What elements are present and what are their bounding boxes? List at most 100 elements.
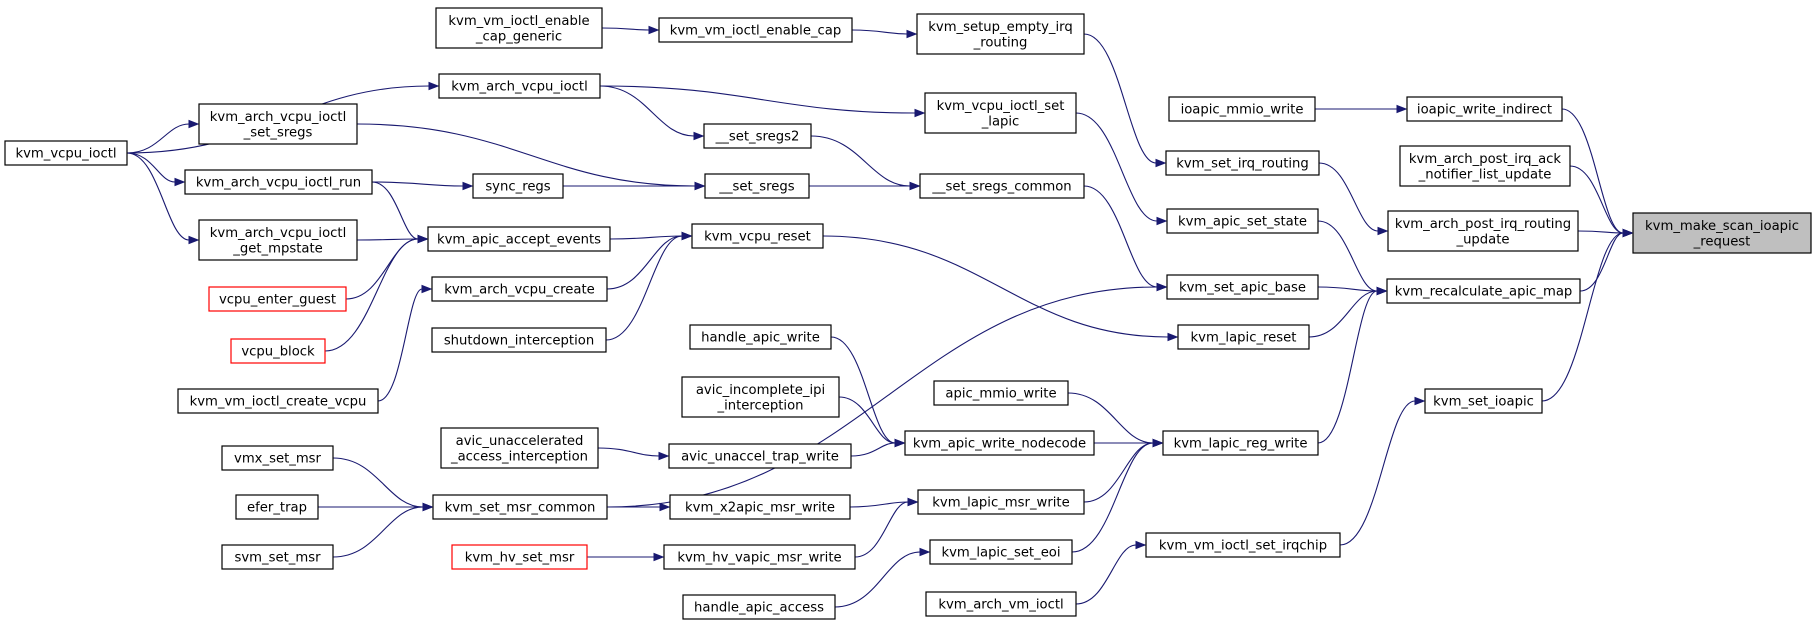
node-kvm-set-ioapic[interactable]: kvm_set_ioapic xyxy=(1424,388,1543,414)
node-kvm-recalculate-apic-map[interactable]: kvm_recalculate_apic_map xyxy=(1386,278,1581,304)
node-label: kvm_set_ioapic xyxy=(1433,395,1534,410)
node-label: avic_unaccel_trap_write xyxy=(681,450,839,465)
node-label: __set_sregs2 xyxy=(715,130,800,145)
node-label: svm_set_msr xyxy=(234,551,321,566)
node-label: handle_apic_write xyxy=(701,331,820,346)
call-edge xyxy=(1071,438,1164,553)
node-kvm-apic-accept-events[interactable]: kvm_apic_accept_events xyxy=(427,226,611,252)
node-ioapic-mmio-write[interactable]: ioapic_mmio_write xyxy=(1168,96,1316,122)
node-kvm-arch-post-irq-ack[interactable]: kvm_arch_post_irq_ack_notifier_list_upda… xyxy=(1399,145,1571,187)
node-kvm-arch-vm-ioctl[interactable]: kvm_arch_vm_ioctl xyxy=(925,591,1077,617)
call-edge xyxy=(345,234,429,300)
node-kvm-arch-post-irq-routing[interactable]: kvm_arch_post_irq_routing_update xyxy=(1387,210,1579,252)
node-label: sync_regs xyxy=(485,180,550,195)
call-edge xyxy=(1315,104,1408,114)
node-kvm-arch-vcpu-ioctl[interactable]: kvm_arch_vcpu_ioctl xyxy=(438,73,601,99)
node-kvm-vm-ioctl-set-irqchip[interactable]: kvm_vm_ioctl_set_irqchip xyxy=(1145,532,1341,558)
call-edge xyxy=(809,181,921,191)
node-set-sregs2[interactable]: __set_sregs2 xyxy=(703,123,812,149)
node-set-sregs-common[interactable]: __set_sregs_common xyxy=(919,173,1085,199)
node-label: vcpu_block xyxy=(241,345,315,360)
node-label: kvm_setup_empty_irq xyxy=(928,20,1072,35)
node-label: kvm_vcpu_ioctl xyxy=(15,147,116,162)
node-label: _cap_generic xyxy=(475,29,562,44)
node-kvm-setup-empty-irq-routing[interactable]: kvm_setup_empty_irq_routing xyxy=(916,13,1085,55)
node-kvm-vcpu-ioctl-set-lapic[interactable]: kvm_vcpu_ioctl_set_lapic xyxy=(924,92,1077,134)
node-kvm-lapic-msr-write[interactable]: kvm_lapic_msr_write xyxy=(917,489,1085,515)
node-kvm-apic-set-state[interactable]: kvm_apic_set_state xyxy=(1166,208,1319,234)
node-avic-unaccel-trap-write[interactable]: avic_unaccel_trap_write xyxy=(668,443,852,469)
node-kvm-lapic-reg-write[interactable]: kvm_lapic_reg_write xyxy=(1162,430,1319,456)
node-label: kvm_arch_vcpu_create xyxy=(444,283,595,298)
node-kvm-arch-vcpu-create[interactable]: kvm_arch_vcpu_create xyxy=(431,276,608,302)
call-edge xyxy=(1318,162,1389,236)
node-kvm-vm-ioctl-create-vcpu[interactable]: kvm_vm_ioctl_create_vcpu xyxy=(177,388,379,414)
node-kvm-vcpu-reset[interactable]: kvm_vcpu_reset xyxy=(691,223,824,249)
call-edge xyxy=(126,152,186,187)
node-label: kvm_lapic_reset xyxy=(1191,331,1297,346)
call-edge xyxy=(599,85,705,141)
node-label: vcpu_enter_guest xyxy=(219,293,336,308)
call-edge xyxy=(586,552,665,562)
node-vmx-set-msr[interactable]: vmx_set_msr xyxy=(221,445,334,471)
node-kvm-vm-ioctl-enable-cap[interactable]: kvm_vm_ioctl_enable_cap xyxy=(658,17,853,43)
node-label: kvm_set_apic_base xyxy=(1179,281,1306,296)
node-sync-regs[interactable]: sync_regs xyxy=(472,173,564,199)
node-label: _request xyxy=(1693,234,1751,249)
node-label: kvm_lapic_msr_write xyxy=(932,496,1069,511)
node-label: _update xyxy=(1455,232,1509,247)
call-edge xyxy=(597,447,670,461)
node-label: kvm_hv_vapic_msr_write xyxy=(677,551,841,566)
node-kvm-hv-set-msr[interactable]: kvm_hv_set_msr xyxy=(451,544,588,570)
node-kvm-arch-vcpu-ioctl-get-mpstate[interactable]: kvm_arch_vcpu_ioctl_get_mpstate xyxy=(198,219,358,261)
node-kvm-set-irq-routing[interactable]: kvm_set_irq_routing xyxy=(1165,150,1320,176)
node-label: kvm_hv_set_msr xyxy=(465,551,575,566)
node-ioapic-write-indirect[interactable]: ioapic_write_indirect xyxy=(1406,96,1563,122)
node-root[interactable]: kvm_make_scan_ioapic_request xyxy=(1632,212,1812,254)
node-handle-apic-write[interactable]: handle_apic_write xyxy=(689,324,832,350)
node-kvm-vm-ioctl-enable-cap-generic[interactable]: kvm_vm_ioctl_enable_cap_generic xyxy=(435,7,603,49)
node-label: kvm_arch_post_irq_ack xyxy=(1409,152,1562,167)
call-edge xyxy=(851,29,918,39)
node-efer-trap[interactable]: efer_trap xyxy=(235,494,319,520)
node-kvm-arch-vcpu-ioctl-run[interactable]: kvm_arch_vcpu_ioctl_run xyxy=(184,169,373,195)
node-kvm-lapic-reset[interactable]: kvm_lapic_reset xyxy=(1177,324,1310,350)
call-edge xyxy=(810,135,921,191)
call-edge xyxy=(126,152,200,245)
node-label: handle_apic_access xyxy=(694,601,824,616)
node-kvm-lapic-set-eoi[interactable]: kvm_lapic_set_eoi xyxy=(929,539,1073,565)
node-kvm-x2apic-msr-write[interactable]: kvm_x2apic_msr_write xyxy=(669,494,851,520)
node-handle-apic-access[interactable]: handle_apic_access xyxy=(682,594,836,620)
node-kvm-vcpu-ioctl[interactable]: kvm_vcpu_ioctl xyxy=(4,140,128,166)
call-edge xyxy=(324,234,429,352)
node-label: kvm_arch_vcpu_ioctl xyxy=(210,226,347,241)
node-label: kvm_vm_ioctl_enable xyxy=(448,14,589,29)
node-kvm-arch-vcpu-ioctl-set-sregs[interactable]: kvm_arch_vcpu_ioctl_set_sregs xyxy=(198,103,358,145)
node-label: avic_unaccelerated xyxy=(456,434,584,449)
call-edge xyxy=(850,438,906,457)
call-edge xyxy=(126,119,200,154)
node-label: kvm_arch_vcpu_ioctl_run xyxy=(196,176,361,191)
node-kvm-set-msr-common[interactable]: kvm_set_msr_common xyxy=(432,494,608,520)
node-label: kvm_apic_write_nodecode xyxy=(913,437,1086,452)
node-label: kvm_arch_vcpu_ioctl xyxy=(451,80,588,95)
node-vcpu-block[interactable]: vcpu_block xyxy=(230,338,326,364)
node-apic-mmio-write[interactable]: apic_mmio_write xyxy=(933,380,1069,406)
node-kvm-apic-write-nodecode[interactable]: kvm_apic_write_nodecode xyxy=(904,430,1095,456)
node-label: __set_sregs xyxy=(718,180,794,195)
node-label: ioapic_mmio_write xyxy=(1181,103,1304,118)
node-label: shutdown_interception xyxy=(444,334,594,349)
node-vcpu-enter-guest[interactable]: vcpu_enter_guest xyxy=(208,286,347,312)
node-kvm-set-apic-base[interactable]: kvm_set_apic_base xyxy=(1166,274,1319,300)
call-edge xyxy=(1317,286,1388,444)
node-set-sregs[interactable]: __set_sregs xyxy=(704,173,810,199)
node-avic-unaccelerated[interactable]: avic_unaccelerated_access_interception xyxy=(440,427,599,469)
call-edge xyxy=(834,547,931,608)
node-kvm-hv-vapic-msr-write[interactable]: kvm_hv_vapic_msr_write xyxy=(663,544,856,570)
node-label: kvm_vm_ioctl_create_vcpu xyxy=(190,395,367,410)
node-shutdown-interception[interactable]: shutdown_interception xyxy=(431,327,607,353)
node-svm-set-msr[interactable]: svm_set_msr xyxy=(221,544,334,570)
call-edge xyxy=(822,235,1179,342)
call-edge xyxy=(1083,185,1168,292)
node-avic-incomplete-ipi[interactable]: avic_incomplete_ipi_interception xyxy=(681,376,840,418)
